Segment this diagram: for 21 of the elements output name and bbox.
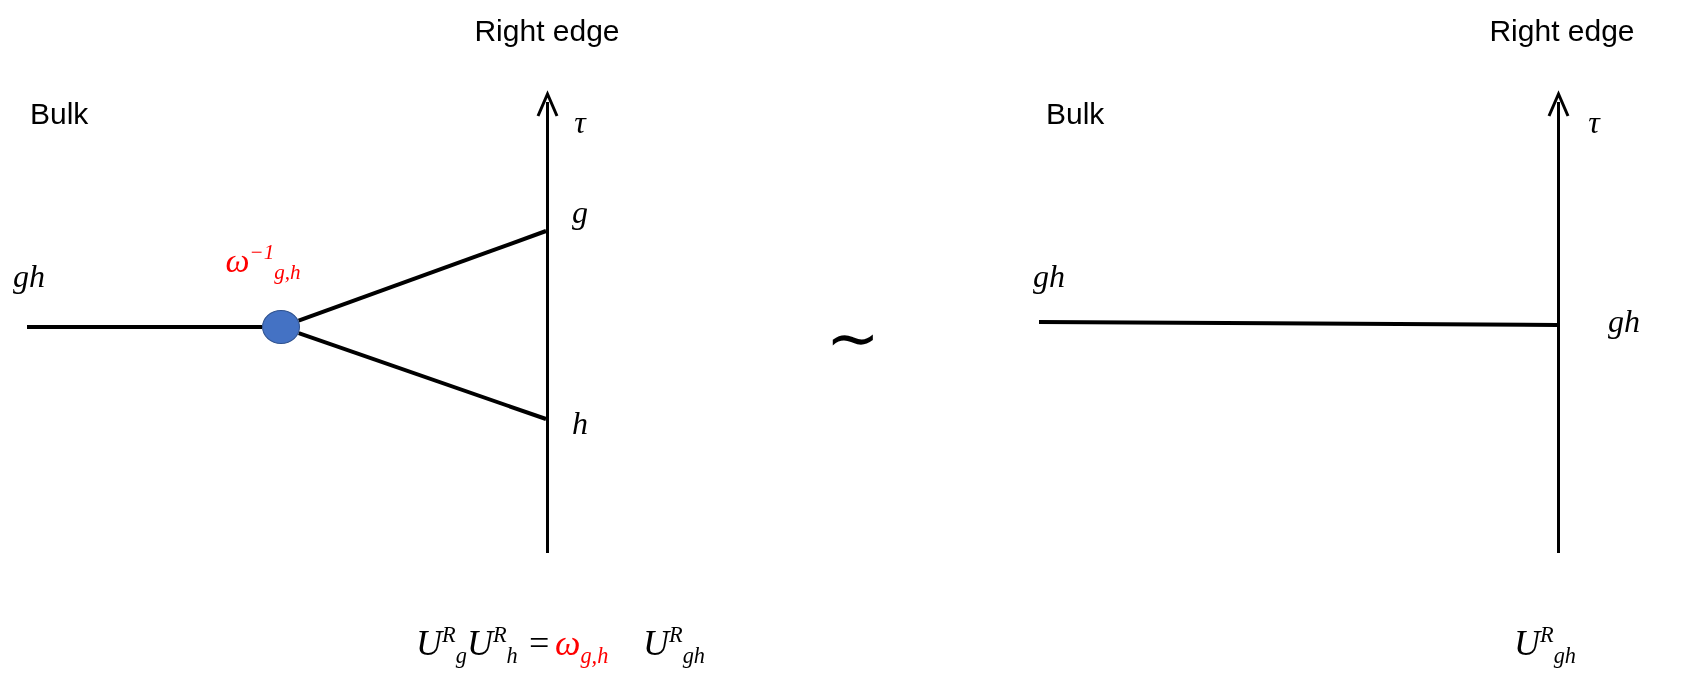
- edge-line: [1557, 102, 1560, 553]
- line-label: g: [572, 195, 588, 231]
- equation-term: ω$_{g,h}$: [555, 623, 609, 669]
- edge-title: Right edge: [474, 13, 620, 47]
- axis-label: τ: [1588, 105, 1600, 141]
- line: [297, 229, 547, 323]
- junction-dot: [262, 310, 300, 344]
- line: [298, 331, 547, 421]
- line: [1039, 320, 1557, 327]
- equation-term: U$^{R}$$_{g}$U$^{R}$$_{h}$ =: [416, 623, 551, 669]
- line-label: gh: [1608, 304, 1640, 340]
- line: [27, 325, 262, 329]
- region-label: Bulk: [30, 96, 89, 130]
- axis-label: τ: [574, 105, 586, 141]
- edge-line: [546, 102, 549, 553]
- edge-label: gh: [13, 259, 45, 295]
- edge-title: Right edge: [1489, 13, 1635, 47]
- edge-label: gh: [1033, 259, 1065, 295]
- region-label: Bulk: [1046, 96, 1105, 130]
- line-label: h: [572, 406, 588, 442]
- equivalence-sign: ∼: [826, 302, 880, 374]
